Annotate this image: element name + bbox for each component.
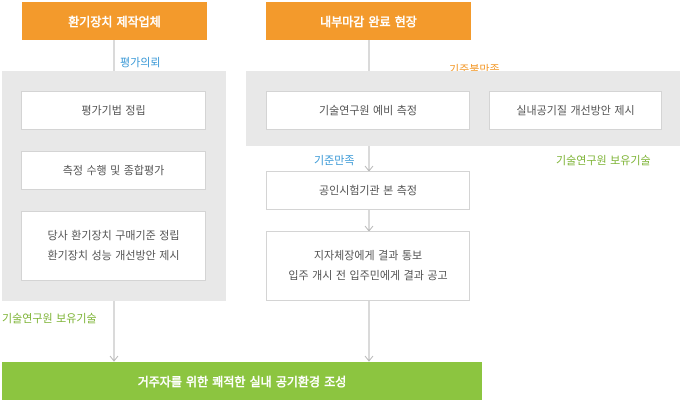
step-evaluation-method-label: 평가기법 정립 (81, 103, 146, 117)
preliminary-measure-label: 기술연구원 예비 측정 (318, 103, 418, 117)
step-evaluation-method: 평가기법 정립 (21, 91, 206, 130)
right-tech-label: 기술연구원 보유기술 (556, 154, 651, 167)
arrow-head-right-4 (364, 355, 374, 362)
site-box: 내부마감 완료 현장 (266, 2, 471, 40)
improvement-label: 실내공기질 개선방안 제시 (516, 103, 635, 117)
purchase-criteria-line: 당사 환기장치 구매기준 정립 (47, 229, 180, 242)
result-label: 거주자를 위한 쾌적한 실내 공기환경 조성 (137, 374, 347, 389)
left-tech-label: 기술연구원 보유기술 (2, 312, 97, 325)
criteria-pass-label: 기준만족 (314, 154, 355, 167)
improvement-box: 실내공기질 개선방안 제시 (489, 91, 662, 130)
notify-line-2: 입주 개시 전 입주민에게 결과 공고 (288, 269, 448, 282)
official-measure-box: 공인시험기관 본 측정 (266, 171, 470, 210)
step-purchase-criteria: 당사 환기장치 구매기준 정립 환기장치 성능 개선방안 제시 (21, 211, 206, 281)
notify-box: 지자체장에게 결과 통보 입주 개시 전 입주민에게 결과 공고 (266, 231, 470, 301)
arrow-head-left-4 (109, 355, 119, 362)
notify-line-1: 지자체장에게 결과 통보 (313, 249, 423, 262)
step-measurement-label: 측정 수행 및 종합평가 (62, 163, 165, 177)
evaluation-request-label: 평가의뢰 (120, 56, 161, 69)
preliminary-measure-box: 기술연구원 예비 측정 (266, 91, 470, 130)
manufacturer-label: 환기장치 제작업체 (68, 14, 161, 29)
result-bar: 거주자를 위한 쾌적한 실내 공기환경 조성 (2, 362, 482, 400)
step-measurement: 측정 수행 및 종합평가 (21, 151, 206, 190)
official-measure-label: 공인시험기관 본 측정 (318, 183, 418, 197)
site-label: 내부마감 완료 현장 (320, 14, 417, 29)
manufacturer-box: 환기장치 제작업체 (22, 2, 207, 40)
improvement-line: 환기장치 성능 개선방안 제시 (47, 249, 180, 262)
